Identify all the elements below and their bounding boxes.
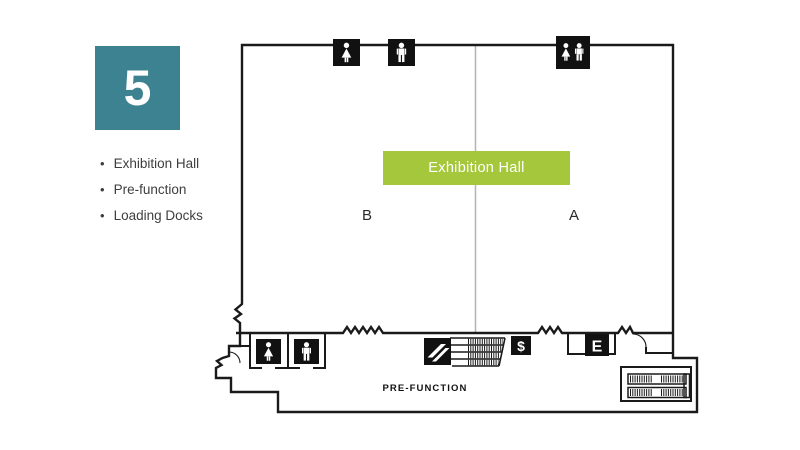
legend-item: • Pre-function (100, 177, 203, 203)
mens-restroom-icon (294, 339, 319, 364)
stairwell-icon (620, 366, 692, 402)
bullet-icon: • (100, 208, 105, 223)
door-swing-arc (632, 333, 647, 348)
prefunction-label: PRE-FUNCTION (382, 383, 468, 394)
floor-number-badge: 5 (95, 46, 180, 130)
stairs-icon (450, 337, 506, 367)
escalator-icon (424, 338, 451, 365)
floor-legend: • Exhibition Hall • Pre-function • Loadi… (100, 151, 203, 229)
family-restroom-icon (556, 36, 590, 69)
prefunction-wall (236, 324, 673, 336)
womens-restroom-icon (256, 339, 281, 364)
hall-section-a-label: A (568, 207, 579, 224)
womens-restroom-icon (333, 39, 360, 66)
legend-item-label: Exhibition Hall (113, 156, 200, 171)
restroom-rooms-walls (240, 333, 326, 369)
legend-item-label: Pre-function (113, 182, 187, 197)
exhibition-hall-label: Exhibition Hall (383, 151, 570, 185)
elevator-icon: E (585, 334, 609, 356)
atm-icon: $ (511, 336, 531, 355)
door-swing-arc (228, 351, 241, 364)
svg-text:$: $ (517, 338, 525, 354)
svg-text:E: E (592, 339, 603, 356)
legend-item: • Exhibition Hall (100, 151, 203, 177)
floor-number: 5 (123, 60, 152, 116)
legend-item: • Loading Docks (100, 203, 203, 229)
legend-item-label: Loading Docks (113, 208, 203, 223)
exhibition-hall-label-text: Exhibition Hall (428, 160, 525, 176)
hall-section-b-label: B (361, 207, 372, 224)
bullet-icon: • (100, 182, 105, 197)
corridor-wall (645, 347, 672, 354)
building-outline (214, 43, 699, 414)
mens-restroom-icon (388, 39, 415, 66)
bullet-icon: • (100, 156, 105, 171)
